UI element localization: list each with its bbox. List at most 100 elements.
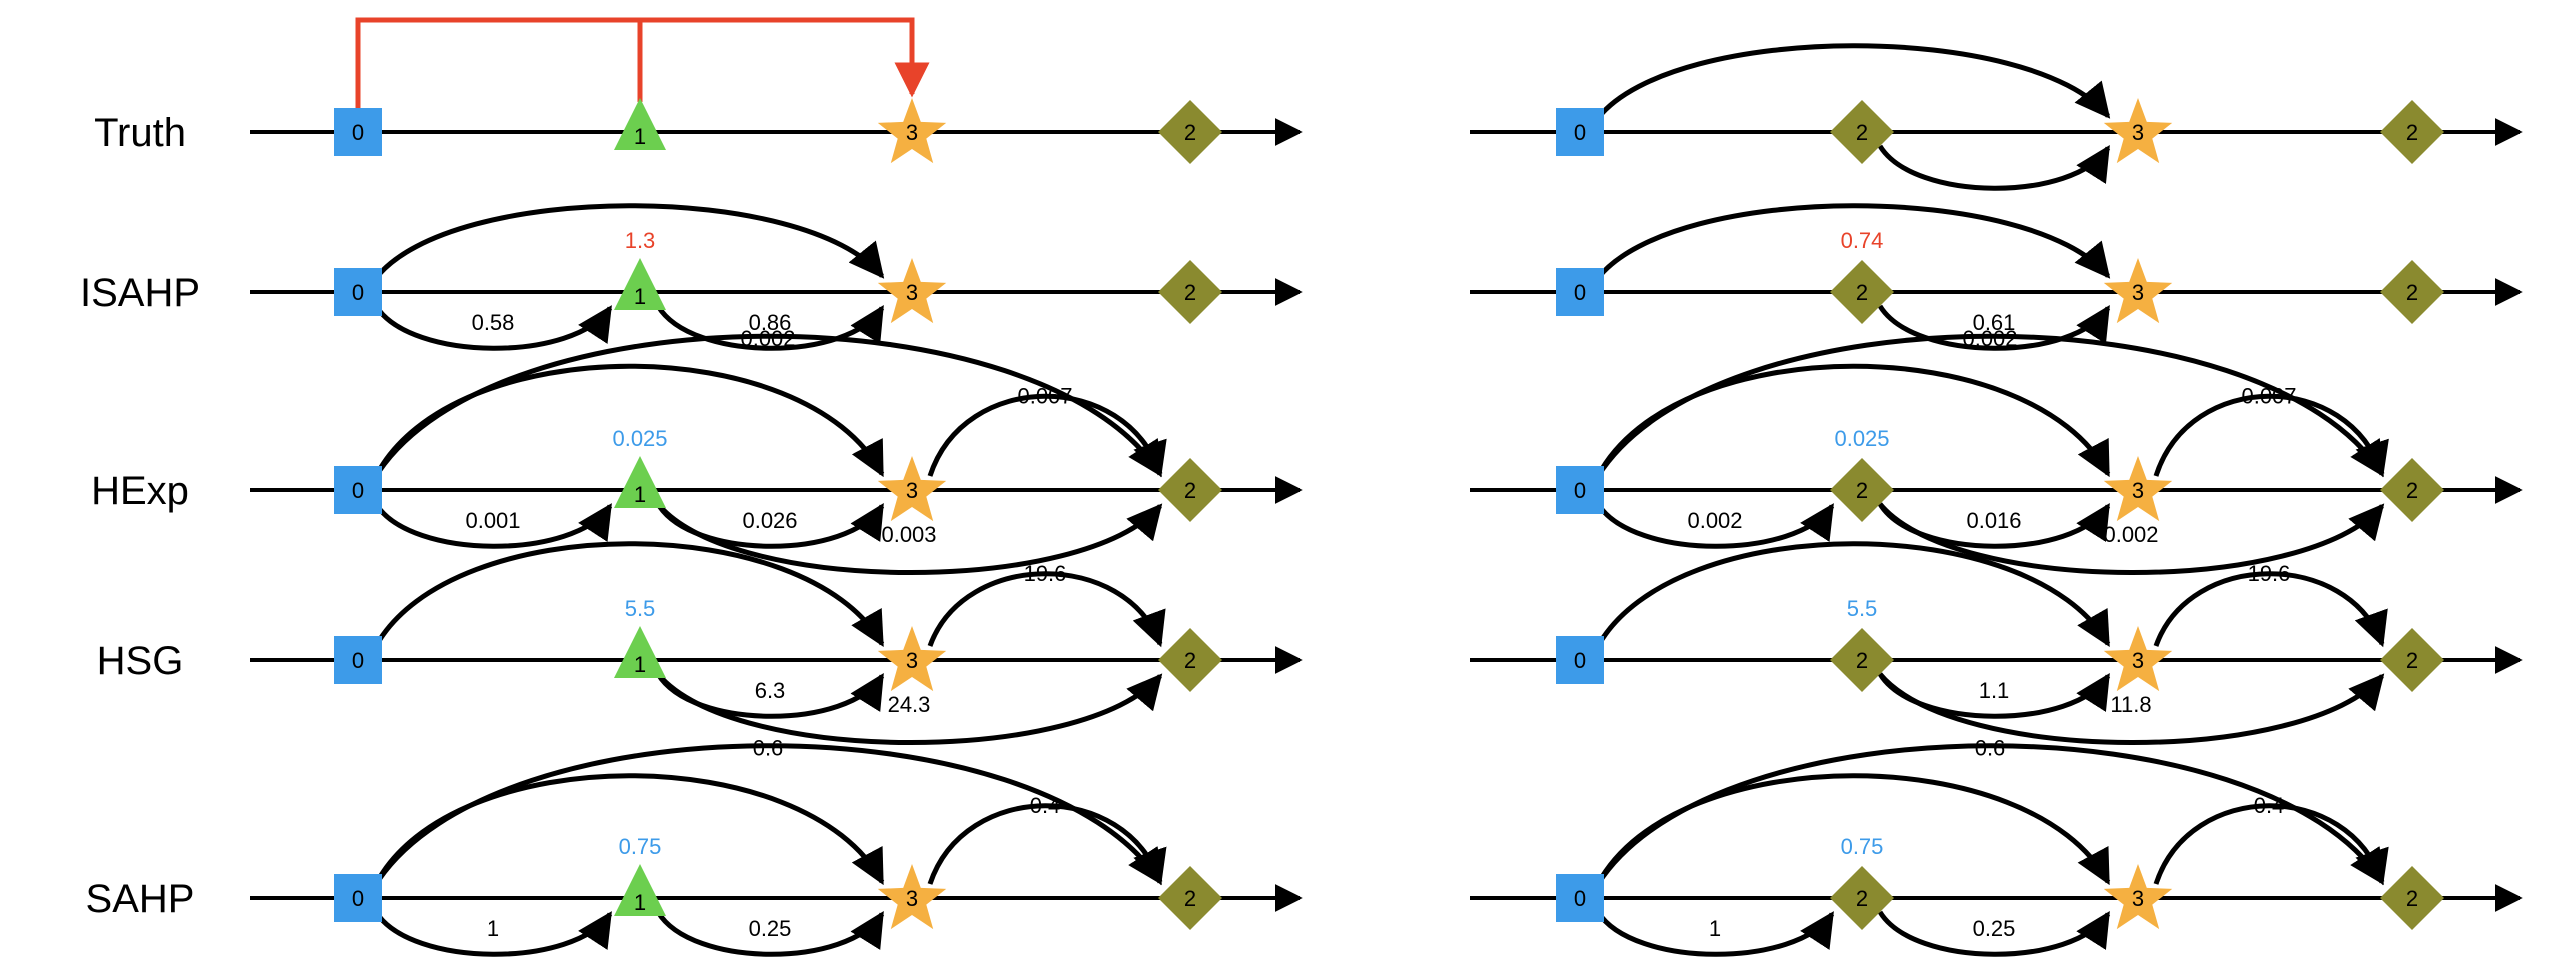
node-label: 1 xyxy=(634,652,646,677)
triangle-node: 1 xyxy=(614,864,666,916)
star-marker xyxy=(2103,98,2173,164)
node-label: 0 xyxy=(352,886,364,911)
self-excitation-label: 0.025 xyxy=(1834,426,1889,451)
self-excitation-label: 0.75 xyxy=(1841,834,1884,859)
node-label: 2 xyxy=(1856,120,1868,145)
self-excitation-label: 0.75 xyxy=(619,834,662,859)
row-label-isahp: ISAHP xyxy=(80,271,200,315)
row-label-hsg: HSG xyxy=(97,639,184,683)
square-node: 0 xyxy=(334,108,382,156)
node-label: 2 xyxy=(2406,886,2418,911)
star-node: 3 xyxy=(877,626,947,692)
star-node: 3 xyxy=(2103,626,2173,692)
star-node: 3 xyxy=(2103,98,2173,164)
edge-arrow xyxy=(655,304,885,351)
edge-arrow xyxy=(927,571,1166,648)
edge-arrow xyxy=(373,910,613,957)
edge-arrow xyxy=(1596,43,2111,120)
star-node: 3 xyxy=(877,456,947,522)
edge-weight-label: 0.86 xyxy=(749,310,792,335)
edge-weight-label: 19.6 xyxy=(1024,561,1067,586)
diamond-marker xyxy=(1830,628,1894,692)
square-node: 0 xyxy=(334,466,382,514)
edge-arrow xyxy=(1595,773,2111,886)
diamond-node: 2 xyxy=(1158,866,1222,930)
star-node: 3 xyxy=(2103,456,2173,522)
edge-weight-label: 19.6 xyxy=(2248,561,2291,586)
star-node: 3 xyxy=(877,98,947,164)
square-marker xyxy=(334,636,382,684)
edge-arrow xyxy=(655,910,885,957)
node-label: 2 xyxy=(1184,886,1196,911)
square-marker xyxy=(1556,466,1604,514)
diamond-node: 2 xyxy=(2380,100,2444,164)
edge-weight-label: 0.007 xyxy=(1017,384,1072,409)
diamond-marker xyxy=(1158,458,1222,522)
edges-layer xyxy=(250,17,2523,957)
edge-arrow xyxy=(1595,502,1835,549)
star-marker xyxy=(2103,864,2173,930)
square-node: 0 xyxy=(334,874,382,922)
star-marker xyxy=(877,456,947,522)
diamond-marker xyxy=(1830,458,1894,522)
edge-weight-label: 0.003 xyxy=(881,522,936,547)
triangle-node: 1 xyxy=(614,456,666,508)
edge-weight-label: 0.007 xyxy=(2241,384,2296,409)
edge-weight-label: 0.026 xyxy=(742,508,797,533)
square-marker xyxy=(1556,874,1604,922)
edge-arrow xyxy=(373,502,613,549)
edge-weight-label: 24.3 xyxy=(888,692,931,717)
diamond-marker xyxy=(1830,100,1894,164)
square-marker xyxy=(334,874,382,922)
diamond-marker xyxy=(1830,260,1894,324)
diamond-marker xyxy=(2380,866,2444,930)
edge-arrow xyxy=(927,393,1167,478)
edge-arrow xyxy=(1595,910,1835,957)
node-label: 0 xyxy=(1574,648,1586,673)
node-label: 2 xyxy=(2406,280,2418,305)
node-label: 3 xyxy=(2132,120,2144,145)
diamond-node: 2 xyxy=(1158,100,1222,164)
self-excitation-label: 0.74 xyxy=(1841,228,1884,253)
edge-arrow xyxy=(1878,672,2385,745)
diamond-marker xyxy=(1158,628,1222,692)
star-marker xyxy=(2103,456,2173,522)
edge-weight-label: 0.58 xyxy=(472,310,515,335)
node-label: 2 xyxy=(2406,648,2418,673)
node-label: 1 xyxy=(634,482,646,507)
node-label: 3 xyxy=(906,886,918,911)
square-marker xyxy=(334,108,382,156)
star-node: 3 xyxy=(2103,864,2173,930)
star-marker xyxy=(877,98,947,164)
square-node: 0 xyxy=(334,636,382,684)
node-label: 1 xyxy=(634,890,646,915)
node-label: 2 xyxy=(1184,648,1196,673)
node-label: 2 xyxy=(1184,280,1196,305)
edge-arrow xyxy=(373,304,613,351)
edge-weight-label: 0.4 xyxy=(1030,793,1061,818)
edge-weight-label: 0.016 xyxy=(1966,508,2021,533)
node-label: 0 xyxy=(1574,886,1586,911)
square-marker xyxy=(334,466,382,514)
row-label-truth: Truth xyxy=(94,111,186,155)
edge-arrow xyxy=(1878,502,2385,575)
node-label: 3 xyxy=(2132,478,2144,503)
node-label: 0 xyxy=(352,280,364,305)
diamond-marker xyxy=(1158,260,1222,324)
edge-arrow xyxy=(1877,304,2111,351)
diamond-node: 2 xyxy=(1830,100,1894,164)
node-label: 0 xyxy=(1574,120,1586,145)
node-label: 2 xyxy=(1184,478,1196,503)
star-marker xyxy=(2103,626,2173,692)
edge-arrow xyxy=(656,502,1163,575)
triangle-node: 1 xyxy=(614,258,666,310)
star-marker xyxy=(877,626,947,692)
row-label-sahp: SAHP xyxy=(86,877,195,921)
triangle-node: 1 xyxy=(614,626,666,678)
edge-arrow xyxy=(373,773,885,886)
square-marker xyxy=(1556,636,1604,684)
self-excitation-label: 0.025 xyxy=(612,426,667,451)
node-label: 3 xyxy=(2132,886,2144,911)
